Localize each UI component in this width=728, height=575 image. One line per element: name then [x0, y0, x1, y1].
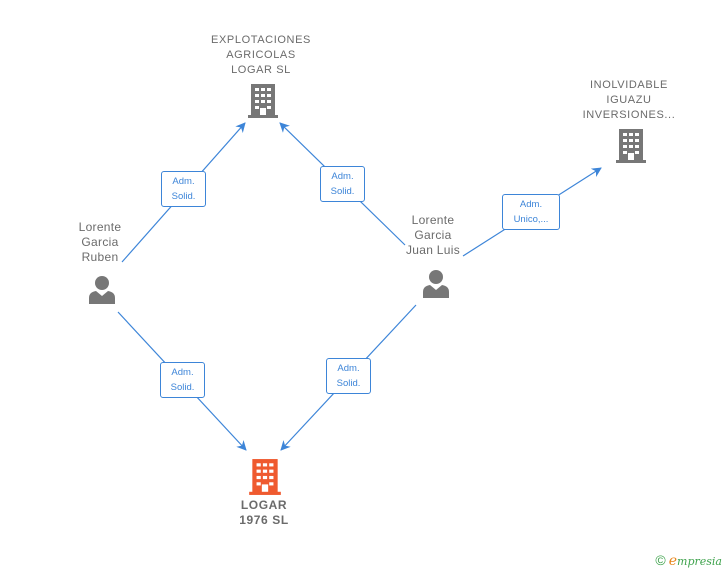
person-label-juan-luis[interactable]: Lorente Garcia Juan Luis: [393, 213, 473, 258]
edge-label-line: Adm.: [331, 171, 354, 182]
brand-initial: e: [668, 553, 678, 569]
main-company-label-logar[interactable]: LOGAR 1976 SL: [214, 498, 314, 528]
company-label-explotaciones[interactable]: EXPLOTACIONES AGRICOLAS LOGAR SL: [190, 33, 332, 78]
edge-label-line: Adm.: [172, 176, 195, 187]
building-icon[interactable]: [248, 83, 278, 119]
edge-label-juanluis-inolvidable[interactable]: Adm. Unico,...: [502, 194, 560, 230]
edge-label-ruben-explotaciones[interactable]: Adm. Solid.: [161, 171, 206, 207]
label-line: Lorente: [78, 220, 122, 234]
footer-brand: ©empresia: [655, 552, 722, 569]
building-icon[interactable]: [616, 128, 646, 164]
edge-label-line: Adm.: [171, 367, 194, 378]
copyright-icon: ©: [655, 552, 666, 568]
label-line: LOGAR SL: [231, 64, 291, 76]
edge-label-line: Solid.: [171, 191, 196, 202]
edge-label-line: Solid.: [336, 378, 361, 389]
edge-label-line: Solid.: [330, 186, 355, 197]
main-company-building-icon[interactable]: [249, 458, 281, 496]
person-label-ruben[interactable]: Lorente Garcia Ruben: [60, 220, 140, 265]
edge-label-line: Unico,...: [513, 214, 549, 225]
label-line: Garcia: [81, 235, 119, 249]
edge-label-ruben-logar[interactable]: Adm. Solid.: [160, 362, 205, 398]
person-icon[interactable]: [421, 268, 451, 298]
brand-name: mpresia: [677, 555, 722, 568]
company-label-inolvidable[interactable]: INOLVIDABLE IGUAZU INVERSIONES...: [565, 78, 693, 123]
edge-label-line: Adm.: [337, 363, 360, 374]
person-icon[interactable]: [87, 274, 117, 304]
label-line: EXPLOTACIONES: [211, 34, 311, 46]
label-line: Garcia: [414, 228, 452, 242]
label-line: IGUAZU: [606, 94, 652, 106]
label-line: LOGAR: [240, 498, 288, 512]
label-line: INOLVIDABLE: [590, 79, 668, 91]
label-line: Ruben: [81, 250, 119, 264]
label-line: AGRICOLAS: [226, 49, 296, 61]
edge-label-juanluis-logar[interactable]: Adm. Solid.: [326, 358, 371, 394]
label-line: Juan Luis: [405, 243, 461, 257]
label-line: 1976 SL: [239, 513, 289, 527]
edge-label-line: Adm.: [519, 199, 543, 210]
edge-label-line: Solid.: [170, 382, 195, 393]
label-line: INVERSIONES...: [582, 109, 676, 121]
label-line: Lorente: [411, 213, 455, 227]
edge-label-juanluis-explotaciones[interactable]: Adm. Solid.: [320, 166, 365, 202]
